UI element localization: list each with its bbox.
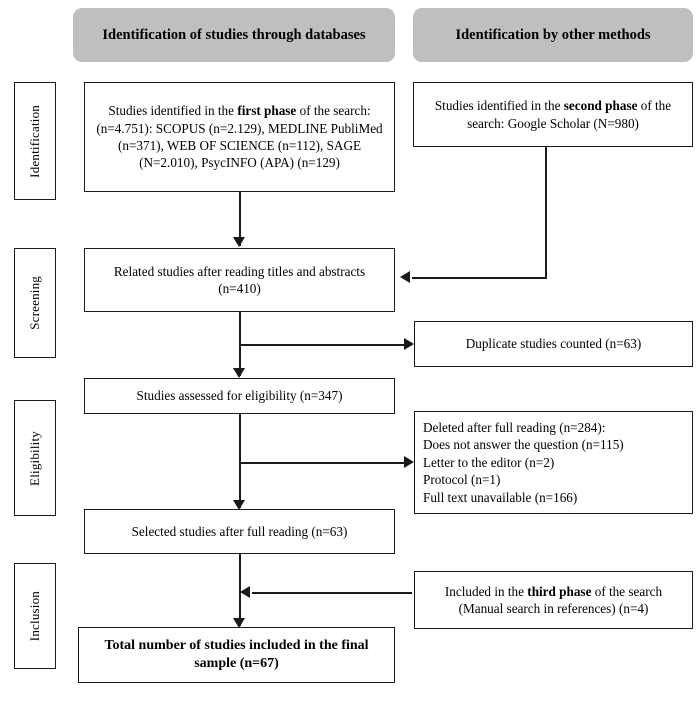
box-studies-assessed: Studies assessed for eligibility (n=347): [84, 378, 395, 414]
stage-label-screening: Screening: [14, 248, 56, 358]
box-first-phase-identified: Studies identified in the first phase of…: [84, 82, 395, 192]
connector-selected-to-total: [239, 554, 241, 626]
box-related-studies: Related studies after reading titles and…: [84, 248, 395, 312]
stage-label-screening-text: Screening: [27, 276, 42, 330]
arrowhead-related-to-assessed: [233, 368, 245, 378]
arrowhead-related-to-duplicates: [404, 338, 414, 350]
box-second-phase-text: Studies identified in the second phase o…: [434, 98, 672, 131]
stage-label-inclusion: Inclusion: [14, 563, 56, 669]
banner-other-methods: Identification by other methods: [413, 8, 693, 62]
box-third-phase-included: Included in the third phase of the searc…: [414, 571, 693, 629]
box-selected-studies-text: Selected studies after full reading (n=6…: [131, 523, 348, 539]
banner-databases: Identification of studies through databa…: [73, 8, 395, 62]
arrowhead-third-phase-to-total: [240, 586, 250, 598]
arrowhead-second-phase-to-related: [400, 271, 410, 283]
stage-label-eligibility-text: Eligibility: [27, 430, 42, 486]
box-total-included: Total number of studies included in the …: [78, 627, 395, 683]
box-studies-assessed-text: Studies assessed for eligibility (n=347): [136, 388, 343, 404]
box-selected-studies: Selected studies after full reading (n=6…: [84, 509, 395, 554]
connector-assessed-to-deleted: [239, 462, 408, 464]
box-second-phase-identified: Studies identified in the second phase o…: [413, 82, 693, 147]
box-total-included-text: Total number of studies included in the …: [104, 637, 369, 671]
box-duplicate-studies-text: Duplicate studies counted (n=63): [465, 336, 642, 352]
stage-label-inclusion-text: Inclusion: [27, 590, 42, 642]
connector-related-to-duplicates: [239, 344, 408, 346]
box-first-phase-text: Studies identified in the first phase of…: [96, 103, 383, 171]
connector-assessed-to-selected: [239, 414, 241, 508]
box-deleted-text: Deleted after full reading (n=284):Does …: [423, 419, 624, 505]
arrowhead-selected-to-total: [233, 618, 245, 628]
box-deleted-after-full-reading: Deleted after full reading (n=284):Does …: [414, 411, 693, 514]
connector-third-phase-to-total: [252, 592, 412, 594]
box-duplicate-studies: Duplicate studies counted (n=63): [414, 321, 693, 367]
connector-second-phase-vertical: [545, 147, 547, 279]
stage-label-identification: Identification: [14, 82, 56, 200]
stage-label-eligibility: Eligibility: [14, 400, 56, 516]
arrowhead-assessed-to-deleted: [404, 456, 414, 468]
connector-second-phase-horizontal: [412, 277, 546, 279]
arrowhead-first-phase-to-related: [233, 237, 245, 247]
connector-first-phase-to-related: [239, 192, 241, 246]
arrowhead-assessed-to-selected: [233, 500, 245, 510]
box-related-studies-text: Related studies after reading titles and…: [113, 263, 366, 296]
stage-label-identification-text: Identification: [27, 104, 42, 178]
box-third-phase-text: Included in the third phase of the searc…: [444, 583, 663, 616]
